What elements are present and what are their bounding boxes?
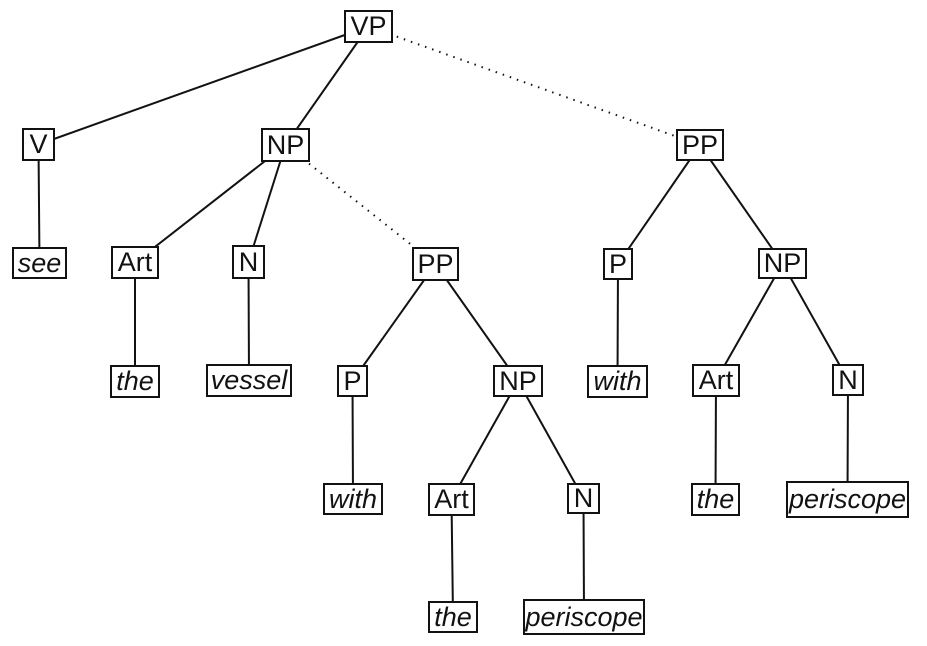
tree-edge-np-object-to-n-vessel [247, 144, 287, 263]
tree-edge-n-low-to-periscope-low [582, 498, 585, 618]
tree-node-n-high: N [832, 364, 864, 396]
tree-node-art-low: Art [428, 483, 475, 516]
node-label-v: V [29, 129, 48, 159]
tree-node-vessel: vessel [206, 364, 292, 397]
node-label-with-high: with [593, 366, 642, 396]
node-label-np-low: NP [499, 365, 537, 396]
tree-edge-art-low-to-the-low [450, 499, 454, 618]
tree-node-art-vessel: Art [111, 246, 159, 279]
node-label-see: see [17, 247, 62, 278]
tree-node-p-low: P [337, 365, 368, 397]
tree-node-the-vessel: the [110, 365, 160, 398]
tree-node-vp: VP [344, 10, 393, 43]
tree-node-n-vessel: N [232, 245, 265, 279]
tree-node-periscope-high: periscope [786, 481, 909, 518]
tree-edge-np-object-to-art-vessel [134, 144, 287, 264]
tree-node-np-low: NP [493, 365, 543, 397]
tree-node-np-high: NP [758, 248, 807, 279]
tree-node-with-high: with [587, 365, 648, 398]
node-label-vp: VP [350, 11, 387, 41]
node-label-art-vessel: Art [117, 247, 153, 277]
tree-node-p-high: P [603, 248, 633, 280]
tree-node-pp-high: PP [676, 129, 724, 161]
tree-edge-np-high-to-art-high [715, 263, 784, 381]
node-label-vessel: vessel [210, 365, 288, 395]
tree-edge-np-high-to-n-high [781, 263, 849, 381]
tree-node-periscope-low: periscope [523, 599, 645, 635]
node-label-pp-high: PP [681, 129, 719, 160]
tree-edge-pp-low-to-p-low [351, 263, 437, 382]
tree-edge-n-vessel-to-vessel [247, 261, 250, 381]
node-label-the-vessel: the [116, 366, 154, 396]
tree-edge-vp-to-pp-high-dotted [368, 25, 701, 146]
tree-edge-np-low-to-n-low [517, 380, 585, 499]
node-label-pp-low: PP [417, 248, 454, 279]
tree-edge-pp-high-to-np-high [699, 144, 784, 265]
node-label-np-high: NP [763, 248, 802, 278]
tree-edge-v-to-see [37, 144, 41, 264]
node-label-with-low: with [328, 483, 377, 514]
tree-edge-vp-to-v [38, 25, 369, 146]
tree-node-np-object: NP [261, 128, 310, 162]
node-label-p-high: P [608, 248, 627, 279]
tree-node-with-low: with [323, 483, 383, 515]
tree-node-n-low: N [567, 483, 600, 514]
tree-edge-n-high-to-periscope-high [846, 379, 849, 500]
node-label-the-low: the [434, 601, 472, 632]
tree-node-v: V [22, 128, 55, 161]
node-label-n-low: N [573, 483, 594, 513]
tree-edge-np-low-to-art-low [450, 380, 519, 500]
tree-edge-pp-low-to-np-low [434, 263, 519, 382]
tree-node-art-high: Art [692, 364, 740, 397]
node-label-periscope-low: periscope [525, 601, 643, 632]
node-label-art-high: Art [698, 365, 734, 395]
node-label-np-object: NP [266, 129, 305, 160]
node-label-art-low: Art [434, 484, 469, 514]
node-label-n-vessel: N [238, 246, 259, 277]
tree-edge-pp-high-to-p-high [617, 144, 701, 265]
node-label-p-low: P [343, 365, 362, 396]
tree-node-see: see [12, 247, 67, 279]
tree-edge-art-high-to-the-high [714, 380, 717, 500]
tree-edge-vp-to-np-object [284, 25, 370, 146]
node-label-periscope-high: periscope [788, 484, 907, 514]
tree-node-the-high: the [691, 483, 740, 516]
tree-node-pp-low: PP [412, 247, 459, 281]
tree-edge-p-high-to-with-high [616, 263, 619, 382]
node-label-the-high: the [696, 484, 735, 514]
node-label-n-high: N [838, 364, 858, 395]
tree-node-the-low: the [428, 601, 478, 633]
tree-edge-p-low-to-with-low [351, 380, 354, 500]
